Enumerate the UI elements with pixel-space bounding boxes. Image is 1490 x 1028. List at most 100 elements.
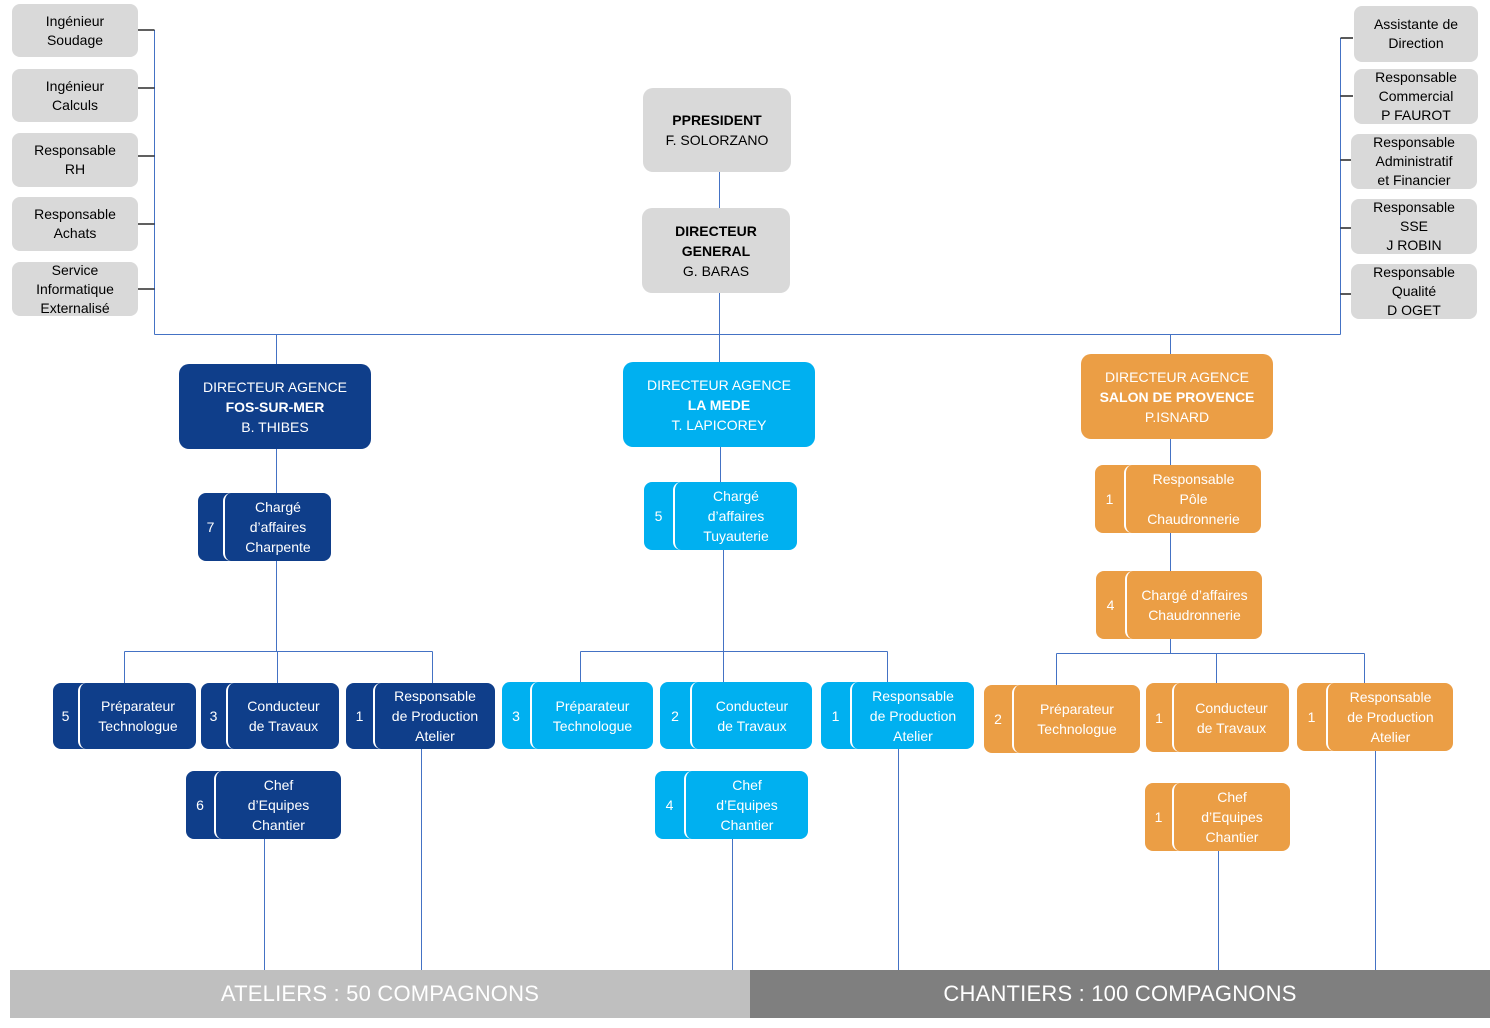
fos-resp-production-box: 1 Responsable de Production Atelier <box>346 683 495 749</box>
staff-label-line: Responsable <box>1373 199 1455 215</box>
role-label-line: Chargé <box>713 488 759 504</box>
la-mede-charge-affaires-box: 5 Chargé d’affaires Tuyauterie <box>644 482 797 550</box>
agency-director-name: T. LAPICOREY <box>671 416 767 433</box>
role-label-line: Pôle <box>1179 491 1208 507</box>
staff-box-responsable-rh: Responsable RH <box>12 133 138 187</box>
headcount-badge: 3 <box>512 707 520 724</box>
staff-label-line: Service <box>51 261 99 278</box>
la-mede-conducteur-box: 2 Conducteur de Travaux <box>660 682 812 749</box>
role-label-line: Technologue <box>1037 721 1117 737</box>
agency-director-label: DIRECTEUR AGENCE <box>647 376 791 393</box>
role-label-line: Atelier <box>415 728 455 744</box>
president-name: F. SOLORZANO <box>665 132 769 148</box>
role-label-line: Chaudronnerie <box>1147 511 1240 527</box>
agency-site-name: FOS-SUR-MER <box>225 398 325 415</box>
role-label-line: Chaudronnerie <box>1148 607 1241 623</box>
role-label-line: de Travaux <box>717 717 787 734</box>
staff-box-responsable-qualite: Responsable Qualité D OGET <box>1351 264 1477 319</box>
staff-label-line: J ROBIN <box>1386 237 1442 253</box>
role-label-line: Charpente <box>245 539 311 555</box>
staff-label-line: Responsable <box>1375 69 1457 85</box>
role-label-line: Préparateur <box>555 697 630 714</box>
headcount-badge: 5 <box>61 708 70 724</box>
salon-charge-affaires-box: 4 Chargé d’affaires Chaudronnerie <box>1096 571 1262 639</box>
role-label-line: Conducteur <box>1195 699 1268 716</box>
role-label-line: Chargé <box>255 499 301 515</box>
role-label: Chargé d’affaires Charpente <box>223 493 331 561</box>
agency-director-name: P.ISNARD <box>1144 408 1210 425</box>
staff-label-line: D OGET <box>1387 302 1441 318</box>
headcount-badge: 1 <box>1154 809 1163 825</box>
role-label: Chef d’Equipes Chantier <box>684 771 808 839</box>
role-label-line: Chantier <box>1205 829 1259 845</box>
role-label-line: Chef <box>263 777 294 793</box>
staff-box-assistante-direction: Assistante de Direction <box>1354 6 1478 62</box>
role-label-line: d’affaires <box>707 508 765 524</box>
role-label-line: Chantier <box>720 817 774 833</box>
role-label: Chef d’Equipes Chantier <box>214 771 341 839</box>
president-box: PPRESIDENT F. SOLORZANO <box>643 88 791 172</box>
agency-director-fos: DIRECTEUR AGENCE FOS-SUR-MER B. THIBES <box>179 364 371 449</box>
staff-label-line: Ingénieur <box>45 12 105 29</box>
staff-label-line: Responsable <box>34 206 116 222</box>
staff-label-line: Responsable <box>34 142 116 158</box>
fos-preparateur-box: 5 Préparateur Technologue <box>53 683 196 749</box>
role-label: Responsable Pôle Chaudronnerie <box>1124 465 1261 533</box>
agency-director-label: DIRECTEUR AGENCE <box>203 378 347 395</box>
headcount-badge: 1 <box>1155 709 1163 726</box>
role-label: Préparateur Technologue <box>1012 685 1140 753</box>
director-general-box: DIRECTEUR GENERAL G. BARAS <box>642 208 790 293</box>
headcount-badge: 1 <box>831 707 840 724</box>
headcount-badge: 1 <box>355 708 364 724</box>
role-label-line: Technologue <box>552 717 633 734</box>
role-label-line: Responsable <box>872 687 954 704</box>
role-label: Responsable de Production Atelier <box>373 683 495 749</box>
headcount-badge: 1 <box>1307 709 1316 725</box>
la-mede-chef-equipes-box: 4 Chef d’Equipes Chantier <box>655 771 808 839</box>
agency-director-name: B. THIBES <box>241 418 309 435</box>
staff-label-line: Responsable <box>1373 264 1455 280</box>
headcount-badge: 5 <box>654 508 663 524</box>
headcount-badge: 4 <box>1106 597 1115 613</box>
headcount-badge: 7 <box>206 519 215 535</box>
salon-resp-pole-box: 1 Responsable Pôle Chaudronnerie <box>1095 465 1261 533</box>
footer-ateliers-bar: ATELIERS : 50 COMPAGNONS <box>10 970 750 1018</box>
staff-label-line: Soudage <box>46 31 104 48</box>
director-general-title-line: GENERAL <box>681 242 751 259</box>
role-label: Conducteur de Travaux <box>226 683 339 749</box>
role-label-line: de Travaux <box>248 718 319 734</box>
staff-box-service-informatique: Service Informatique Externalisé <box>12 262 138 316</box>
agency-director-la-mede: DIRECTEUR AGENCE LA MEDE T. LAPICOREY <box>623 362 815 447</box>
headcount-badge: 2 <box>671 707 679 724</box>
agency-director-salon-de-provence: DIRECTEUR AGENCE SALON DE PROVENCE P.ISN… <box>1081 354 1273 439</box>
salon-conducteur-box: 1 Conducteur de Travaux <box>1146 683 1289 752</box>
staff-label-line: RH <box>64 161 86 177</box>
salon-preparateur-box: 2 Préparateur Technologue <box>984 685 1140 753</box>
staff-label-line: P FAUROT <box>1381 107 1451 123</box>
role-label-line: d’Equipes <box>1201 809 1263 825</box>
role-label-line: de Production <box>1347 709 1434 725</box>
salon-chef-equipes-box: 1 Chef d’Equipes Chantier <box>1145 783 1290 851</box>
agency-director-label: DIRECTEUR AGENCE <box>1105 368 1249 385</box>
staff-label-line: Informatique <box>36 280 114 297</box>
role-label-line: de Production <box>869 707 957 724</box>
la-mede-preparateur-box: 3 Préparateur Technologue <box>502 682 653 749</box>
staff-box-responsable-achats: Responsable Achats <box>12 197 138 251</box>
headcount-badge: 2 <box>994 711 1002 727</box>
staff-label-line: Responsable <box>1373 134 1455 150</box>
role-label-line: Atelier <box>893 727 933 744</box>
staff-label-line: Calculs <box>52 96 98 113</box>
president-title: PPRESIDENT <box>672 112 762 128</box>
staff-box-responsable-administratif: Responsable Administratif et Financier <box>1351 134 1477 189</box>
role-label-line: d’Equipes <box>247 797 310 813</box>
fos-charge-affaires-box: 7 Chargé d’affaires Charpente <box>198 493 331 561</box>
agency-site-name: SALON DE PROVENCE <box>1099 388 1255 405</box>
role-label-line: Chargé d’affaires <box>1141 587 1248 603</box>
role-label-line: Tuyauterie <box>703 528 769 544</box>
role-label: Responsable de Production Atelier <box>1326 683 1453 751</box>
headcount-badge: 4 <box>665 797 674 813</box>
role-label-line: de Travaux <box>1196 719 1267 736</box>
role-label-line: Responsable <box>394 688 476 704</box>
footer-chantiers-label: CHANTIERS : 100 COMPAGNONS <box>943 981 1297 1006</box>
role-label-line: Conducteur <box>247 698 320 714</box>
